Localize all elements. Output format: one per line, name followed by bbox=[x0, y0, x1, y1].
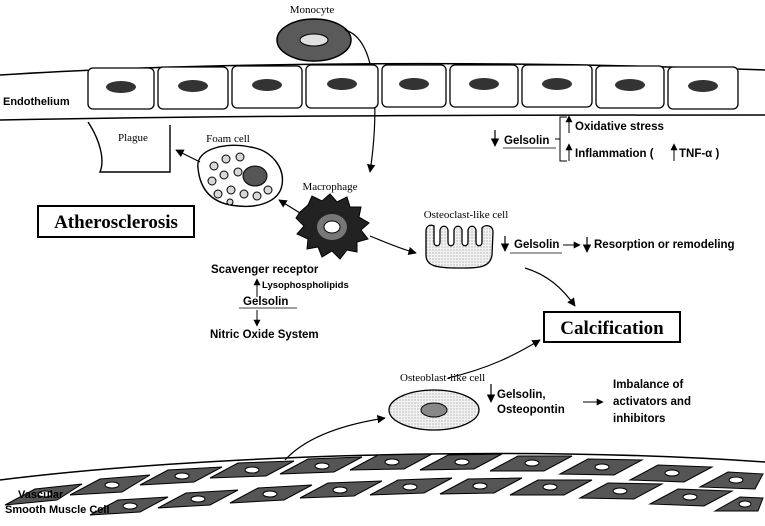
foam-cell-label: Foam cell bbox=[206, 133, 250, 145]
vsmc-to-osteoblast-arrow bbox=[284, 415, 386, 461]
lysophospholipids-label: Lysophospholipids bbox=[262, 280, 349, 291]
vascular-label-line-1: Vascular bbox=[18, 489, 64, 501]
gelsolin-osteoblast-label: Gelsolin, bbox=[497, 389, 546, 401]
calcification-box bbox=[543, 311, 681, 343]
imbalance-line-3: inhibitors bbox=[613, 413, 665, 425]
tnf-alpha-label: TNF-α ) bbox=[679, 148, 719, 160]
inflammation-label: Inflammation ( bbox=[575, 148, 654, 160]
atherosclerosis-box bbox=[37, 205, 195, 238]
gelsolin-endothelium-label: Gelsolin bbox=[504, 135, 549, 147]
plague-outline bbox=[87, 121, 171, 173]
oxidative-stress-label: Oxidative stress bbox=[575, 121, 664, 133]
endothelial-nucleus bbox=[327, 78, 357, 90]
imbalance-line-1: Imbalance of bbox=[613, 379, 683, 391]
osteoclast-to-calcification-arrow bbox=[524, 267, 576, 307]
monocyte-label: Monocyte bbox=[290, 4, 335, 16]
smooth-muscle-cells bbox=[4, 453, 764, 516]
osteoblast-nucleus bbox=[420, 402, 448, 418]
osteoclast-like-cell-label: Osteoclast-like cell bbox=[424, 209, 509, 221]
endothelial-nucleus bbox=[542, 78, 572, 90]
vascular-label-line-2: Smooth Muscle Cell bbox=[5, 504, 110, 516]
endothelial-nucleus bbox=[688, 80, 718, 92]
endothelial-nucleus bbox=[178, 80, 208, 92]
endothelial-nucleus bbox=[252, 79, 282, 91]
endothelium-label: Endothelium bbox=[3, 96, 70, 108]
atherosclerosis-label: Atherosclerosis bbox=[54, 212, 178, 233]
endothelial-nucleus bbox=[106, 81, 136, 93]
nitric-oxide-system-label: Nitric Oxide System bbox=[210, 329, 319, 341]
calcification-label: Calcification bbox=[560, 318, 664, 339]
gelsolin-osteoclast-label: Gelsolin bbox=[514, 239, 559, 251]
vascular-layer-line bbox=[0, 452, 765, 481]
macrophage-to-foam-arrow bbox=[278, 199, 301, 214]
endothelial-nucleus bbox=[399, 78, 429, 90]
foam-cell-lipid-droplets bbox=[207, 152, 273, 206]
osteoblast-like-cell-label: Osteoblast-like cell bbox=[400, 372, 485, 384]
scavenger-receptor-label: Scavenger receptor bbox=[211, 264, 319, 276]
imbalance-line-2: activators and bbox=[613, 396, 691, 408]
osteoclast-like-cell bbox=[425, 224, 494, 269]
osteopontin-label: Osteopontin bbox=[497, 404, 565, 416]
macrophage-nucleus bbox=[323, 220, 341, 234]
foam-to-plague-arrow bbox=[175, 149, 201, 163]
osteoblast-to-calcification-arrow bbox=[447, 339, 541, 379]
monocyte-nucleus bbox=[299, 33, 329, 47]
endothelial-cells bbox=[87, 64, 739, 110]
foam-cell-nucleus bbox=[242, 165, 268, 187]
endothelial-nucleus bbox=[469, 78, 499, 90]
endothelium-effects-bracket bbox=[555, 116, 567, 162]
plague-label: Plague bbox=[118, 132, 148, 144]
resorption-or-remodeling-label: Resorption or remodeling bbox=[594, 239, 735, 251]
macrophage-to-osteoclast-arrow bbox=[369, 235, 417, 256]
endothelium-lower-line bbox=[0, 114, 765, 121]
macrophage-label: Macrophage bbox=[303, 181, 358, 193]
endothelial-nucleus bbox=[615, 79, 645, 91]
gelsolin-macrophage-label: Gelsolin bbox=[243, 296, 288, 308]
